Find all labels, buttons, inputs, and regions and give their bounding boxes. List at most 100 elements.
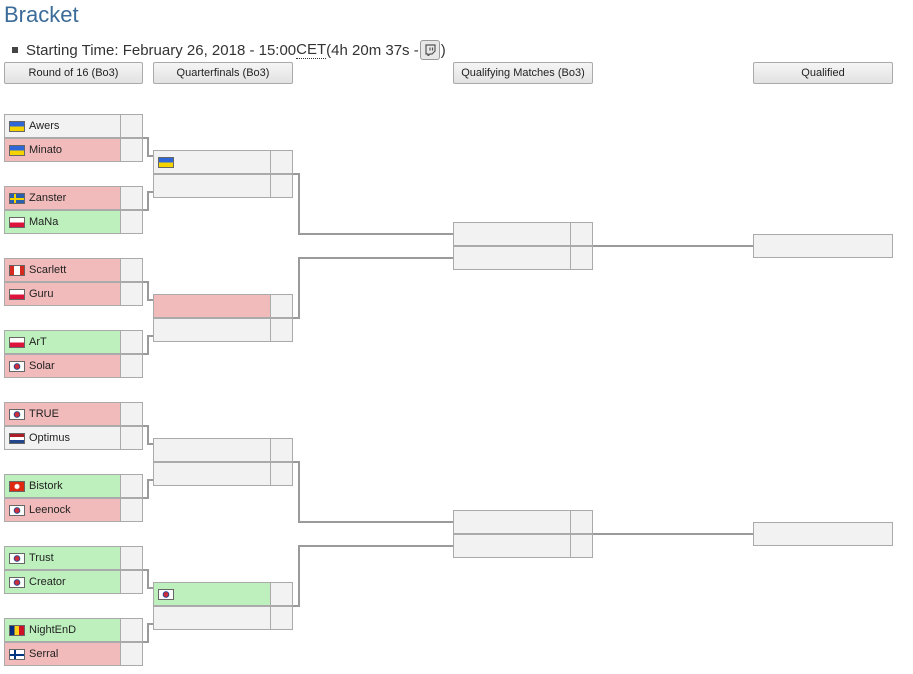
qf-slot[interactable] (153, 582, 293, 606)
flag-pl-icon (9, 216, 25, 228)
player-cell[interactable] (154, 295, 270, 317)
player-name: Scarlett (29, 264, 67, 276)
qf-slot[interactable] (153, 318, 293, 342)
ro16-slot[interactable]: Bistork (4, 474, 143, 498)
player-cell[interactable] (154, 607, 270, 629)
header-round-of-16: Round of 16 (Bo3) (4, 62, 143, 84)
qf-slot[interactable] (153, 150, 293, 174)
score-cell (120, 283, 142, 305)
player-cell[interactable] (454, 223, 570, 245)
player-cell[interactable] (154, 583, 270, 605)
player-cell[interactable] (154, 319, 270, 341)
player-cell[interactable]: Serral (5, 643, 120, 665)
qf-slot[interactable] (153, 294, 293, 318)
ro16-slot[interactable]: Guru (4, 282, 143, 306)
qf-slot[interactable] (153, 174, 293, 198)
flag-ua-icon (9, 120, 25, 132)
ro16-slot[interactable]: Awers (4, 114, 143, 138)
player-cell[interactable]: Minato (5, 139, 120, 161)
player-cell[interactable] (154, 151, 270, 173)
player-cell[interactable]: Guru (5, 283, 120, 305)
connector-line (143, 191, 153, 211)
score-cell (570, 247, 592, 269)
score-cell (120, 403, 142, 425)
ro16-slot[interactable]: Leenock (4, 498, 143, 522)
ro16-slot[interactable]: Scarlett (4, 258, 143, 282)
connector-line (143, 569, 153, 589)
flag-pl-icon (9, 336, 25, 348)
qf-slot[interactable] (153, 438, 293, 462)
connector-line (293, 173, 453, 235)
player-cell[interactable] (154, 175, 270, 197)
score-cell (120, 139, 142, 161)
ro16-slot[interactable]: Zanster (4, 186, 143, 210)
player-cell[interactable]: Trust (5, 547, 120, 569)
flag-pl-icon (9, 288, 25, 300)
score-cell (120, 187, 142, 209)
score-cell (120, 475, 142, 497)
flag-ua-icon (158, 156, 174, 168)
ro16-slot[interactable]: NightEnD (4, 618, 143, 642)
flag-kr-icon (9, 552, 25, 564)
player-cell[interactable] (754, 523, 892, 545)
player-cell[interactable] (154, 439, 270, 461)
score-cell (120, 211, 142, 233)
qm-slot[interactable] (453, 246, 593, 270)
connector-line (143, 479, 153, 499)
qf-slot[interactable] (153, 462, 293, 486)
player-cell[interactable]: Leenock (5, 499, 120, 521)
player-name: Minato (29, 144, 63, 156)
score-cell (270, 151, 292, 173)
ro16-slot[interactable]: Serral (4, 642, 143, 666)
score-cell (120, 355, 142, 377)
header-qualified: Qualified (753, 62, 893, 84)
player-cell[interactable]: Awers (5, 115, 120, 137)
score-cell (570, 535, 592, 557)
score-cell (270, 463, 292, 485)
ro16-slot[interactable]: Optimus (4, 426, 143, 450)
player-name: Trust (29, 552, 54, 564)
ro16-slot[interactable]: Trust (4, 546, 143, 570)
player-cell[interactable] (454, 535, 570, 557)
player-name: Leenock (29, 504, 71, 516)
player-cell[interactable]: TRUE (5, 403, 120, 425)
qm-slot[interactable] (453, 510, 593, 534)
qm-slot[interactable] (453, 222, 593, 246)
qm-slot[interactable] (453, 534, 593, 558)
player-cell[interactable] (154, 463, 270, 485)
player-cell[interactable]: NightEnD (5, 619, 120, 641)
player-cell[interactable]: Bistork (5, 475, 120, 497)
score-cell (270, 607, 292, 629)
player-cell[interactable]: Creator (5, 571, 120, 593)
ro16-slot[interactable]: MaNa (4, 210, 143, 234)
ro16-slot[interactable]: TRUE (4, 402, 143, 426)
player-cell[interactable]: Scarlett (5, 259, 120, 281)
player-cell[interactable]: ArT (5, 331, 120, 353)
connector-line (143, 137, 153, 157)
qualified-slot[interactable] (753, 522, 893, 546)
flag-se-icon (9, 192, 25, 204)
player-name: Solar (29, 360, 55, 372)
player-cell[interactable]: Optimus (5, 427, 120, 449)
score-cell (570, 511, 592, 533)
ro16-slot[interactable]: Minato (4, 138, 143, 162)
player-name: Awers (29, 120, 60, 132)
player-cell[interactable] (454, 511, 570, 533)
qf-slot[interactable] (153, 606, 293, 630)
qualified-slot[interactable] (753, 234, 893, 258)
ro16-slot[interactable]: Solar (4, 354, 143, 378)
player-name: ArT (29, 336, 47, 348)
player-name: Creator (29, 576, 66, 588)
ro16-slot[interactable]: ArT (4, 330, 143, 354)
ro16-slot[interactable]: Creator (4, 570, 143, 594)
player-name: Bistork (29, 480, 63, 492)
player-cell[interactable]: Solar (5, 355, 120, 377)
timezone-abbr[interactable]: CET (296, 41, 327, 59)
player-name: Guru (29, 288, 54, 300)
player-cell[interactable]: MaNa (5, 211, 120, 233)
player-cell[interactable] (454, 247, 570, 269)
player-cell[interactable]: Zanster (5, 187, 120, 209)
twitch-icon[interactable] (419, 40, 440, 60)
player-cell[interactable] (754, 235, 892, 257)
